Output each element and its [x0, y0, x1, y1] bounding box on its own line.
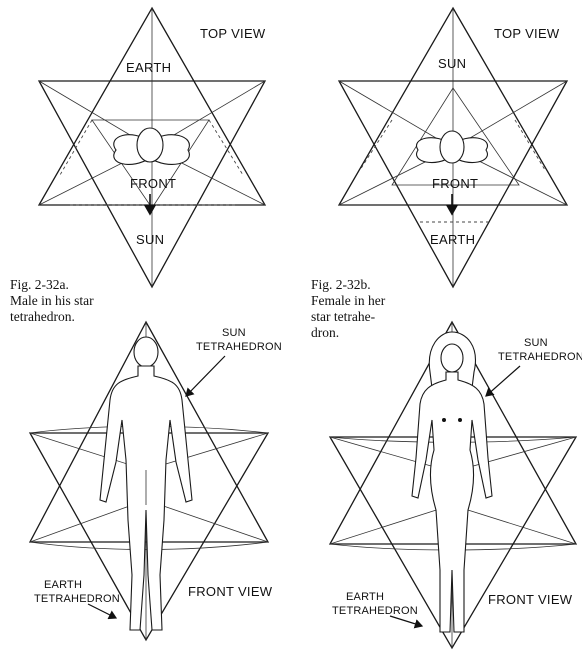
caption-male: Fig. 2-32a. Male in his star tetrahedron…	[10, 277, 94, 324]
caption-line: star tetrahe-	[311, 309, 376, 324]
male-top-view: TOP VIEW EARTH FRONT SUN	[37, 6, 267, 289]
female-body-top-outline	[415, 130, 489, 164]
female-top-view: TOP VIEW SUN FRONT EARTH	[337, 6, 569, 289]
view-label: TOP VIEW	[200, 26, 266, 41]
upper-label: EARTH	[126, 60, 171, 75]
earth-pointer-arrow	[389, 615, 424, 629]
label-line: TETRAHEDRON	[498, 351, 582, 363]
male-front-view: SUN TETRAHEDRON EARTH TETRAHEDRON FRONT …	[28, 320, 282, 642]
front-label: FRONT	[432, 176, 478, 191]
male-body-top-outline	[113, 127, 190, 165]
sun-tetrahedron-label: SUN TETRAHEDRON	[196, 327, 282, 353]
inner-triangle	[391, 87, 520, 186]
caption-line: Female in her	[311, 293, 386, 308]
view-label: FRONT VIEW	[188, 584, 273, 599]
lower-label: SUN	[136, 232, 164, 247]
label-line: SUN	[222, 327, 246, 339]
front-label: FRONT	[130, 176, 176, 191]
earth-tetrahedron-label: EARTH TETRAHEDRON	[34, 579, 120, 605]
caption-line: dron.	[311, 325, 339, 340]
label-line: SUN	[524, 337, 548, 349]
label-line: EARTH	[44, 579, 82, 591]
view-label: FRONT VIEW	[488, 592, 573, 607]
sun-pointer-arrow	[485, 365, 521, 397]
sun-pointer-arrow	[185, 355, 226, 397]
male-figure	[99, 336, 193, 631]
caption-line: Fig. 2-32a.	[10, 277, 69, 292]
earth-pointer-arrow	[87, 603, 118, 620]
female-figure	[411, 331, 493, 633]
caption-line: tetrahedron.	[10, 309, 75, 324]
view-label: TOP VIEW	[494, 26, 560, 41]
sun-tetrahedron-label: SUN TETRAHEDRON	[498, 337, 582, 363]
earth-tetrahedron-label: EARTH TETRAHEDRON	[332, 591, 418, 617]
label-line: TETRAHEDRON	[332, 605, 418, 617]
female-front-view: SUN TETRAHEDRON EARTH TETRAHEDRON FRONT …	[328, 320, 582, 650]
caption-line: Fig. 2-32b.	[311, 277, 371, 292]
caption-female: Fig. 2-32b. Female in her star tetrahe- …	[311, 277, 386, 340]
caption-line: Male in his star	[10, 293, 94, 308]
label-line: TETRAHEDRON	[34, 593, 120, 605]
lower-label: EARTH	[430, 232, 475, 247]
label-line: TETRAHEDRON	[196, 341, 282, 353]
label-line: EARTH	[346, 591, 384, 603]
upper-label: SUN	[438, 56, 466, 71]
